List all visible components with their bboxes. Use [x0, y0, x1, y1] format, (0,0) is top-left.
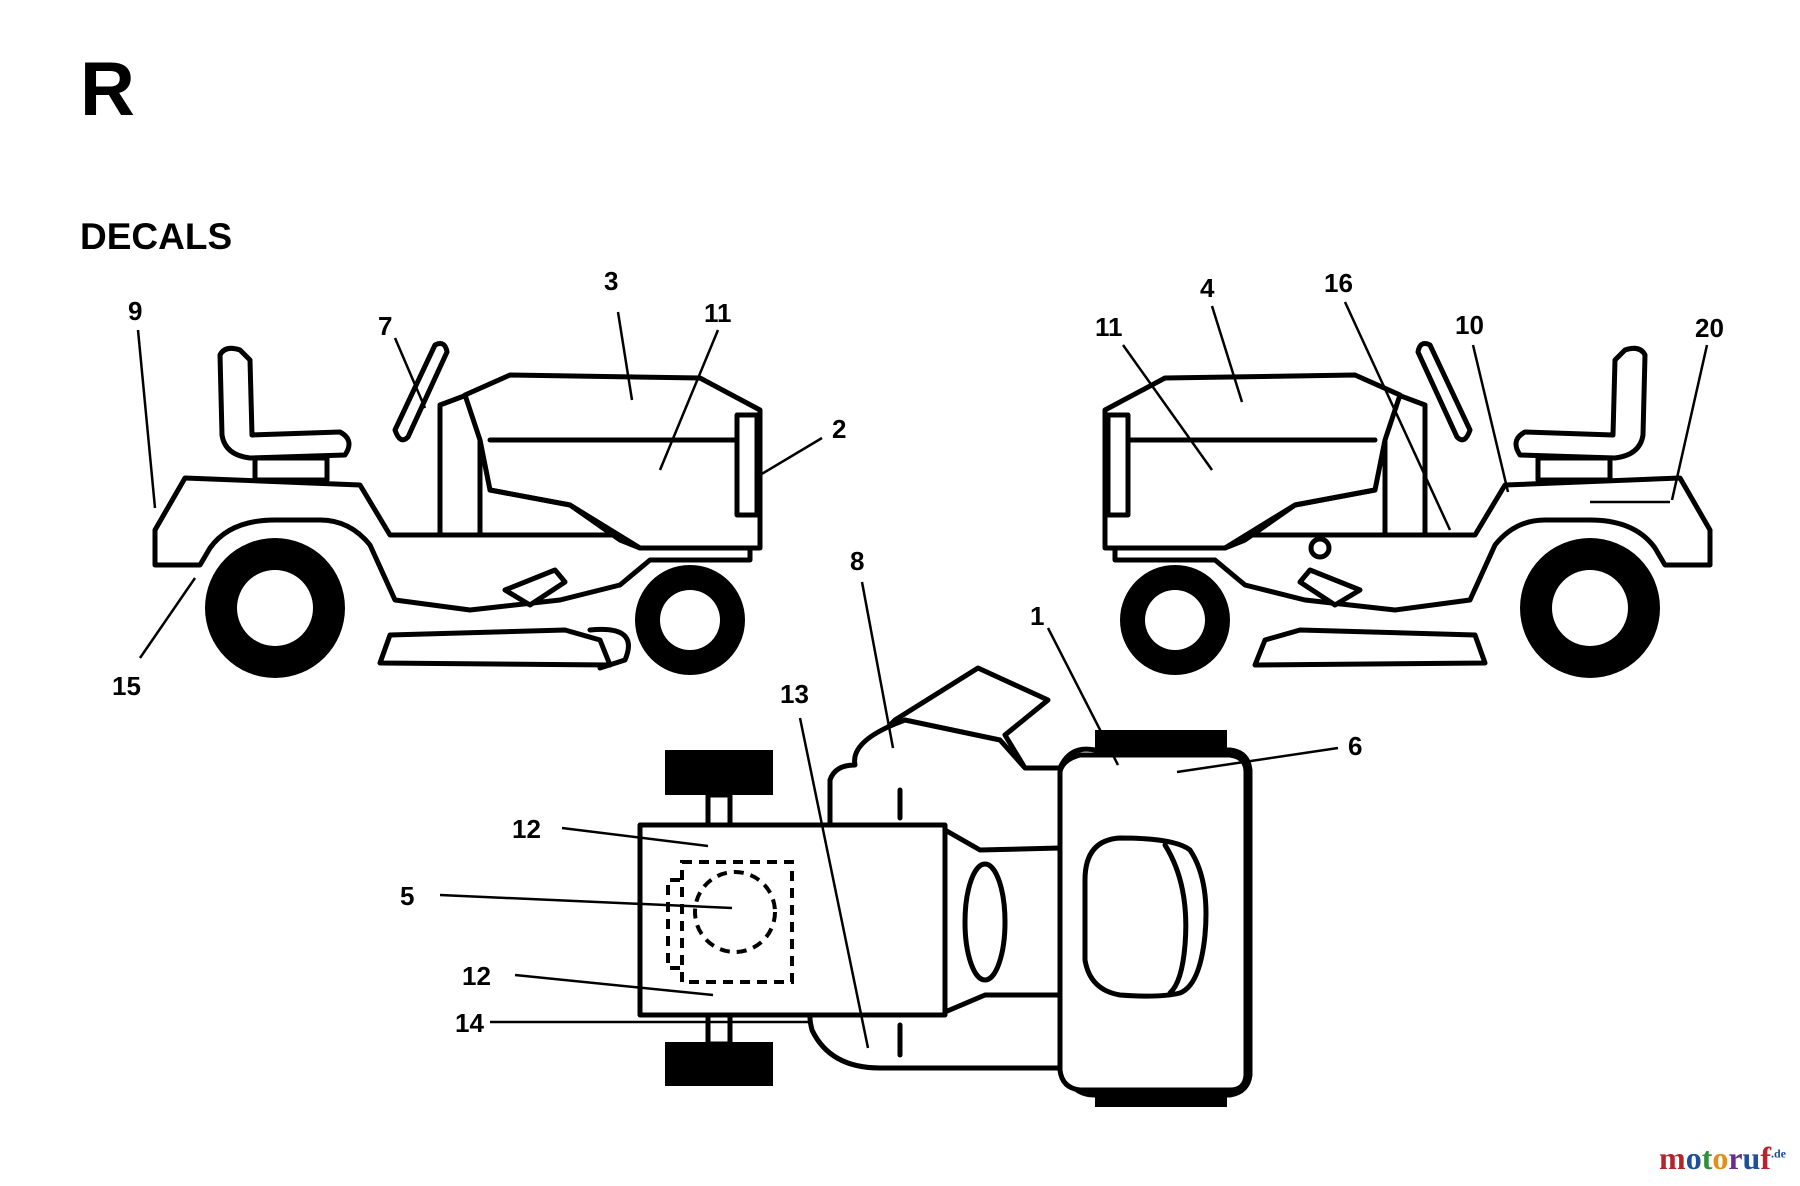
- callout-20: 20: [1695, 313, 1724, 343]
- watermark-letter: o: [1712, 1140, 1729, 1176]
- callout-8: 8: [850, 546, 864, 576]
- callout-11-right: 11: [1095, 312, 1123, 342]
- tractor-left-side-view: [152, 341, 763, 678]
- callout-15: 15: [112, 671, 141, 701]
- callout-9: 9: [128, 296, 142, 326]
- callout-6: 6: [1348, 731, 1362, 761]
- callout-1: 1: [1030, 601, 1044, 631]
- section-letter: R: [80, 47, 135, 132]
- watermark-letter: r: [1728, 1140, 1743, 1176]
- callout-14: 14: [455, 1008, 484, 1038]
- watermark-letter: o: [1685, 1140, 1702, 1176]
- tractor-right-side-view: [1102, 341, 1713, 678]
- callout-16: 16: [1324, 268, 1353, 298]
- callout-12-bottom: 12: [462, 961, 491, 991]
- watermark-letter: m: [1659, 1140, 1686, 1176]
- watermark-letter: u: [1742, 1140, 1761, 1176]
- leader-lines: [136, 301, 1709, 1049]
- callout-5: 5: [400, 881, 414, 911]
- callout-12-top: 12: [512, 814, 541, 844]
- callout-2: 2: [832, 414, 846, 444]
- section-title: DECALS: [80, 216, 233, 257]
- watermark-letter: t: [1701, 1140, 1713, 1176]
- callout-numbers: 9 7 3 11 2 15 4 16 11 10 20 8 1 13 6 12 …: [112, 266, 1724, 1038]
- callout-11-left: 11: [704, 298, 732, 328]
- callout-3: 3: [604, 266, 618, 296]
- callout-10: 10: [1455, 310, 1484, 340]
- callout-7: 7: [378, 311, 392, 341]
- watermark-letter: f: [1760, 1140, 1771, 1176]
- watermark-suffix: .de: [1771, 1146, 1786, 1161]
- callout-4: 4: [1200, 273, 1215, 303]
- callout-13: 13: [780, 679, 809, 709]
- watermark-logo: motoruf.de: [1659, 1142, 1786, 1174]
- tractor-top-view: [637, 665, 1253, 1107]
